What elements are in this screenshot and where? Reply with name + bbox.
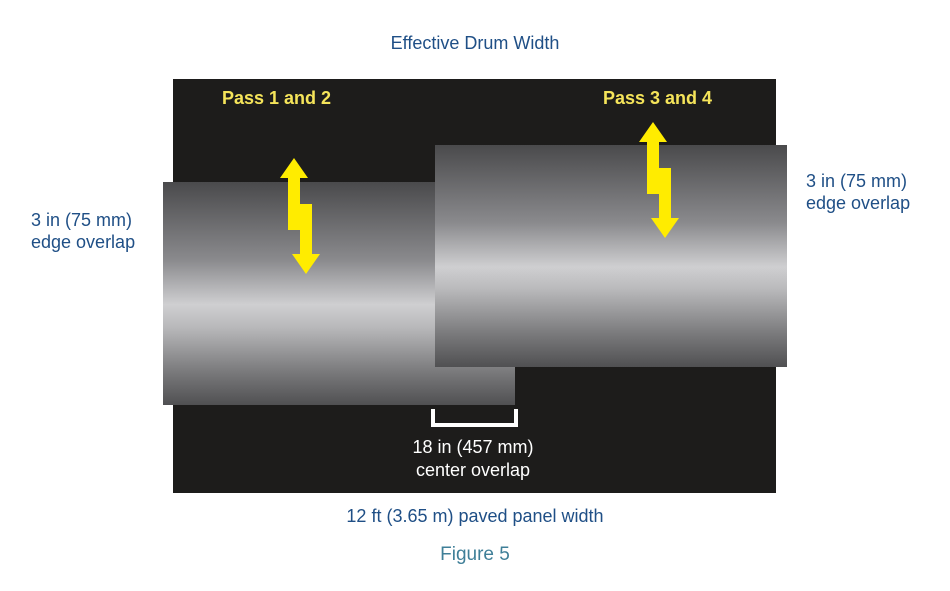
edge-overlap-right: 3 in (75 mm) edge overlap — [806, 170, 910, 214]
up-arrow-icon — [639, 122, 667, 194]
edge-right-line1: 3 in (75 mm) — [806, 171, 908, 191]
pass-arrows-left-icon — [280, 158, 320, 274]
center-line2: center overlap — [415, 460, 531, 480]
drum-right — [435, 145, 787, 367]
down-arrow-icon — [651, 168, 679, 238]
down-arrow-icon — [292, 204, 320, 274]
figure-caption: Figure 5 — [440, 544, 510, 565]
edge-overlap-left: 3 in (75 mm) edge overlap — [31, 209, 135, 253]
pass-label-left: Pass 1 and 2 — [222, 88, 332, 108]
diagram-title: Effective Drum Width — [390, 33, 560, 53]
edge-left-line2: edge overlap — [31, 232, 136, 252]
center-line1: 18 in (457 mm) — [412, 437, 534, 457]
panel-width-label: 12 ft (3.65 m) paved panel width — [346, 506, 604, 526]
pass-label-right: Pass 3 and 4 — [603, 88, 713, 108]
edge-right-line2: edge overlap — [806, 193, 911, 213]
up-arrow-icon — [280, 158, 308, 230]
pass-arrows-right-icon — [639, 122, 679, 238]
center-overlap-label: 18 in (457 mm) center overlap — [378, 436, 568, 482]
edge-left-line1: 3 in (75 mm) — [31, 210, 133, 230]
center-overlap-bracket — [431, 409, 518, 427]
